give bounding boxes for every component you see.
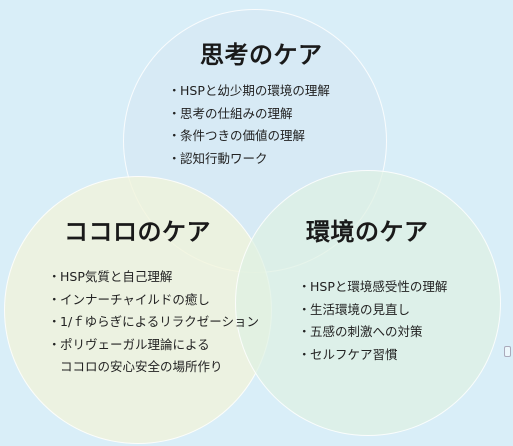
list-item-text: 思考の仕組みの理解 [180, 105, 293, 121]
list-item-text: セルフケア習慣 [310, 346, 398, 362]
list-item: ・1/ｆゆらぎによるリラクゼーション [48, 311, 259, 334]
bullet: ・ [168, 105, 181, 121]
bullet: ・ [168, 83, 181, 98]
list-item-text: 1/ｆゆらぎによるリラクゼーション [60, 314, 260, 329]
bullet: ・ [298, 324, 311, 339]
heart-care-list: ・HSP気質と自己理解 ・インナーチャイルドの癒し ・1/ｆゆらぎによるリラクゼ… [48, 266, 259, 379]
bullet: ・ [48, 314, 61, 329]
bullet: ・ [48, 291, 61, 307]
list-item-text: インナーチャイルドの癒し [60, 291, 210, 307]
list-item-text: ポリヴェーガル理論による [60, 336, 210, 352]
environment-care-title: 環境のケア [306, 218, 429, 246]
list-item-text: HSPと環境感受性の理解 [310, 279, 448, 294]
list-item: ・思考の仕組みの理解 [168, 103, 330, 126]
resize-handle[interactable] [504, 346, 511, 357]
list-item: ・HSPと幼少期の環境の理解 [168, 80, 330, 103]
bullet: ・ [168, 150, 181, 166]
environment-care-list: ・HSPと環境感受性の理解 ・生活環境の見直し ・五感の刺激への対策 ・セルフケ… [298, 276, 447, 366]
list-item-continuation: ココロの安心安全の場所作り [48, 356, 259, 379]
list-item: ・セルフケア習慣 [298, 344, 447, 367]
list-item-text: HSPと幼少期の環境の理解 [180, 83, 330, 98]
list-item: ・五感の刺激への対策 [298, 321, 447, 344]
list-item: ・生活環境の見直し [298, 299, 447, 322]
heart-care-circle [4, 176, 272, 444]
bullet: ・ [298, 346, 311, 362]
list-item: ・HSPと環境感受性の理解 [298, 276, 447, 299]
bullet: ・ [48, 269, 61, 284]
list-item: ・HSP気質と自己理解 [48, 266, 259, 289]
list-item-text: HSP気質と自己理解 [60, 269, 173, 284]
thinking-care-title: 思考のケア [200, 41, 323, 69]
list-item: ・インナーチャイルドの癒し [48, 289, 259, 312]
list-item-text: 認知行動ワーク [180, 150, 268, 166]
list-item: ・ポリヴェーガル理論による [48, 334, 259, 357]
list-item-text: 生活環境の見直し [310, 301, 411, 317]
bullet: ・ [298, 279, 311, 294]
thinking-care-list: ・HSPと幼少期の環境の理解 ・思考の仕組みの理解 ・条件つきの価値の理解 ・認… [168, 80, 330, 170]
environment-care-circle [235, 170, 501, 436]
heart-care-title: ココロのケア [64, 218, 211, 246]
list-item: ・条件つきの価値の理解 [168, 125, 330, 148]
bullet: ・ [48, 336, 61, 352]
list-item: ・認知行動ワーク [168, 148, 330, 171]
list-item-text: 五感の刺激への対策 [310, 324, 423, 339]
bullet: ・ [168, 128, 181, 143]
list-item-text: ココロの安心安全の場所作り [60, 359, 223, 374]
list-item-text: 条件つきの価値の理解 [180, 128, 306, 143]
bullet: ・ [298, 301, 311, 317]
